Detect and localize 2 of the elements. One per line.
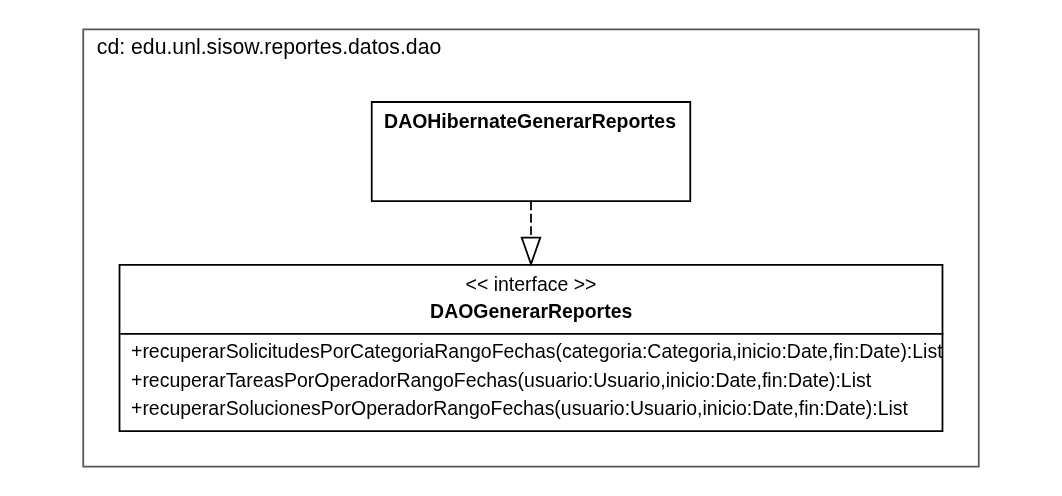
- node-box: DAOHibernateGenerarReportes: [370, 101, 692, 202]
- arrow: [520, 200, 542, 267]
